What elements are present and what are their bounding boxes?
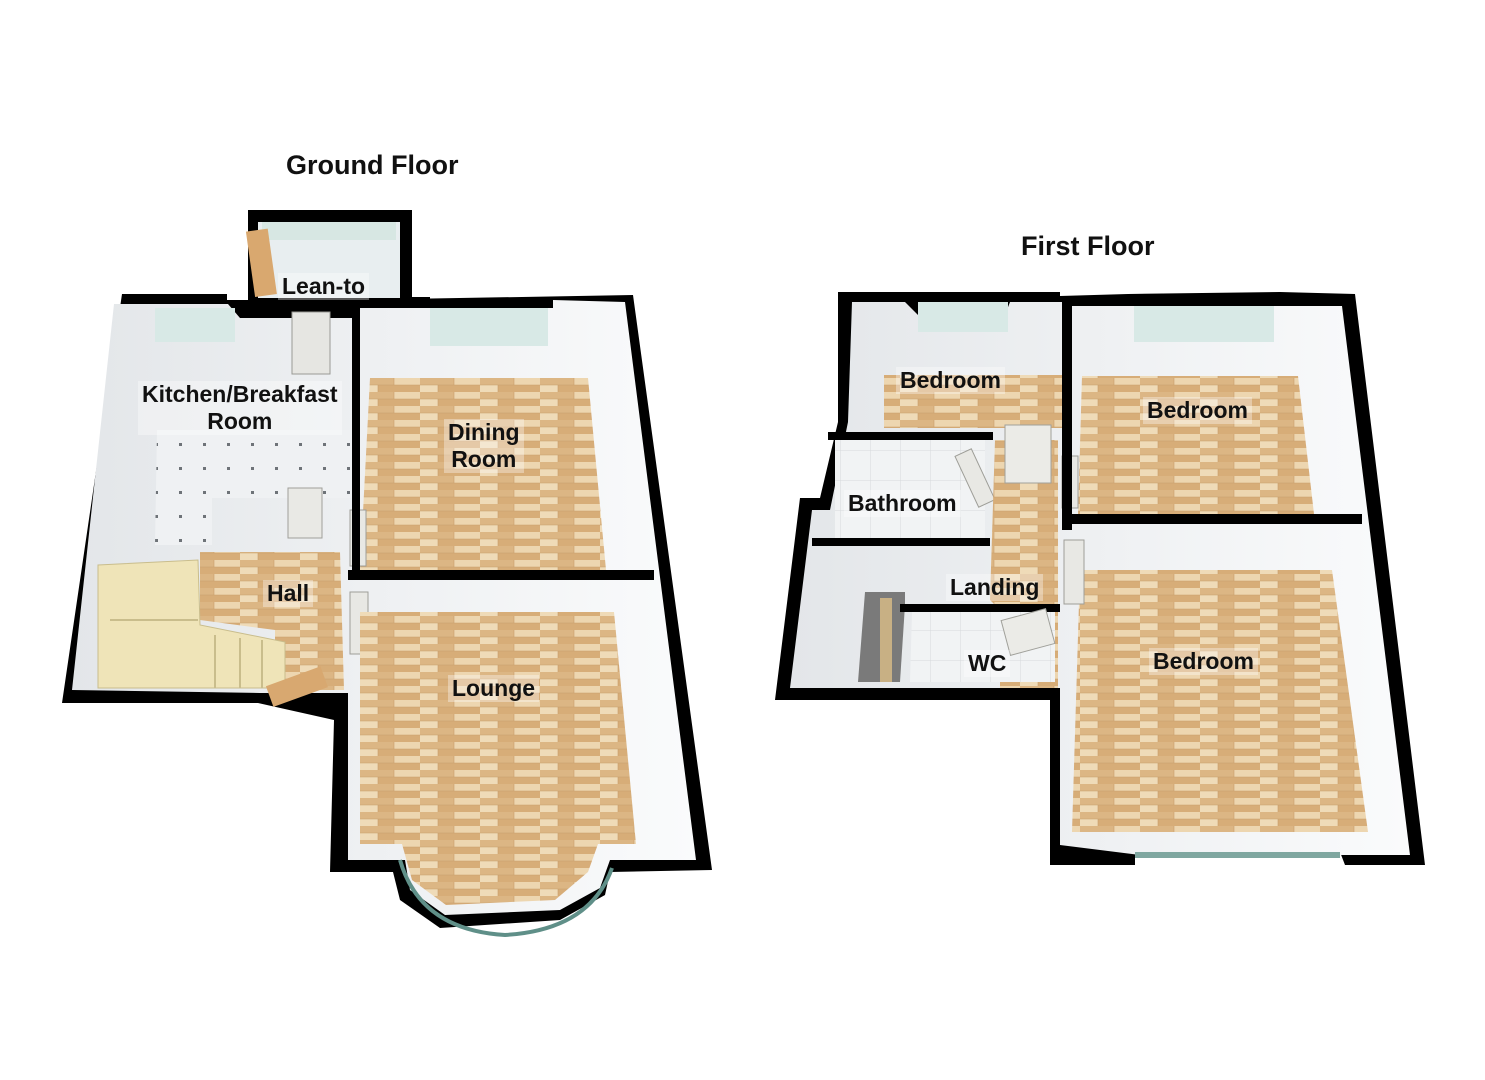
room-label-dining: Dining Room [444, 419, 524, 473]
kitchen-window [155, 308, 235, 342]
bedroom-3-door[interactable] [1063, 539, 1085, 605]
cupboard-strip [880, 598, 892, 682]
wc-wall [900, 604, 1060, 612]
ground-partition-wall [348, 570, 654, 580]
bedroom-2-window [1134, 306, 1274, 342]
kitchen-door[interactable] [287, 487, 323, 539]
room-label-lounge: Lounge [448, 675, 540, 702]
bedroom-1-window [918, 302, 1008, 332]
front-door[interactable] [265, 666, 328, 707]
room-label-bedroom-2: Bedroom [1143, 397, 1252, 424]
room-label-bathroom: Bathroom [844, 490, 961, 517]
room-label-lean-to: Lean-to [278, 273, 370, 300]
wc-door[interactable] [1000, 608, 1056, 656]
bedroom-1-floor [884, 375, 1062, 428]
dining-window [430, 308, 548, 346]
bedroom-split-wall [1062, 300, 1072, 530]
bathroom-wall-bottom [812, 538, 990, 546]
room-label-bedroom-3: Bedroom [1149, 648, 1258, 675]
bedroom-3-floor [1072, 570, 1368, 832]
bedroom-3-window [1135, 852, 1340, 858]
room-label-wc: WC [964, 650, 1011, 677]
first-partition-wall [1062, 514, 1362, 524]
ground-floor [62, 210, 712, 938]
stairs[interactable] [97, 559, 286, 689]
bathroom-floor [835, 440, 985, 538]
bedroom-2-floor [1078, 376, 1314, 514]
first-floor-title: First Floor [1021, 231, 1155, 261]
landing-door-bedroom-1[interactable] [1004, 424, 1052, 484]
room-label-kitchen: Kitchen/Breakfast Room [138, 381, 342, 435]
lean-to-glass [262, 222, 396, 240]
bay-window [398, 859, 614, 938]
room-label-hall: Hall [263, 580, 314, 607]
lounge-floor [360, 612, 636, 905]
room-label-landing: Landing [946, 574, 1044, 601]
first-floor [775, 292, 1425, 865]
ground-floor-title: Ground Floor [286, 150, 459, 180]
lean-to-door[interactable] [245, 228, 277, 298]
room-label-bedroom-1: Bedroom [896, 367, 1005, 394]
bathroom-door[interactable] [954, 448, 996, 508]
kitchen-back-door[interactable] [291, 311, 331, 375]
dining-floor [360, 378, 606, 570]
kitchen-floor [155, 430, 352, 545]
bathroom-wall-top [828, 432, 993, 440]
kitchen-dining-wall [352, 305, 360, 575]
hall-floor [200, 552, 344, 690]
